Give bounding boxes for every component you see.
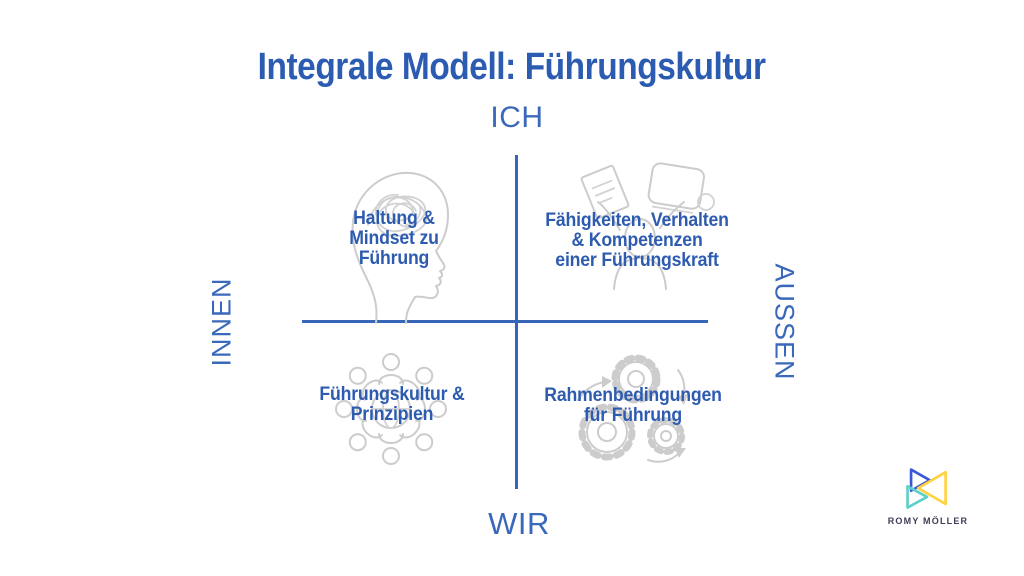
tangled-mind-head-icon [336, 163, 458, 325]
page-title-text: Integrale Modell: Führungskultur [258, 46, 766, 88]
gears-process-icon [574, 352, 692, 466]
brand-logo: ROMY MÖLLER [888, 466, 967, 526]
horizontal-axis-line [302, 320, 708, 323]
brand-name: ROMY MÖLLER [887, 516, 969, 526]
axis-label-innen: INNEN [206, 277, 237, 367]
multitasking-person-icon [568, 158, 716, 290]
page-title: Integrale Modell: Führungskultur [0, 46, 1024, 89]
quadrant-label-bottom-left: Führungskultur & Prinzipien [319, 384, 465, 425]
axis-label-aussen: AUSSEN [769, 263, 800, 381]
team-circle-globe-icon [328, 344, 454, 474]
triangles-logo-icon [906, 468, 947, 509]
axis-label-ich: ICH [490, 101, 544, 134]
quadrant-label-top-right: Fähigkeiten, Verhalten & Kompetenzen ein… [545, 210, 729, 271]
quadrant-label-top-left: Haltung & Mindset zu Führung [349, 208, 439, 269]
quadrant-label-bottom-right: Rahmenbedingungen für Führung [544, 385, 722, 426]
axis-label-wir: WIR [488, 506, 550, 541]
